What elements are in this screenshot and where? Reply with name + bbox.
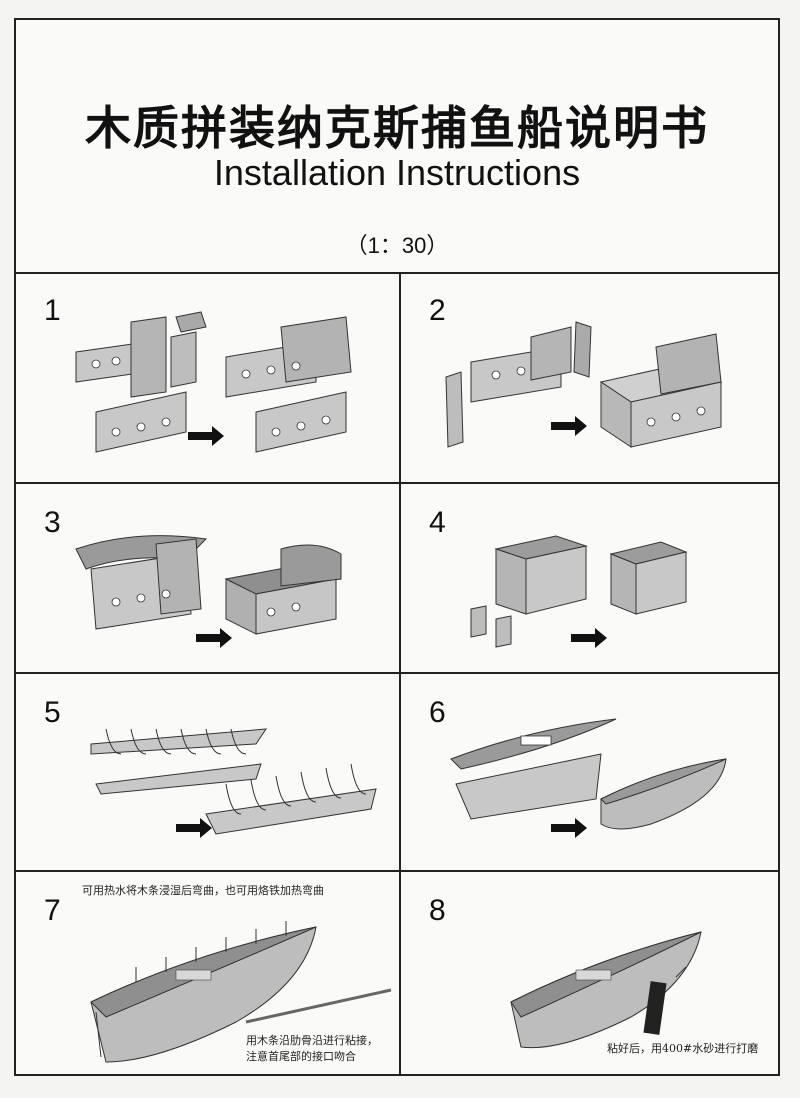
step-4-illustration bbox=[470, 535, 688, 648]
step-7-note-bottom-2: 注意首尾部的接口吻合 bbox=[246, 1050, 356, 1063]
step-number: 4 bbox=[429, 506, 446, 539]
step-7-panel: 7 可用热水将木条浸湿后弯曲，也可用烙铁加热弯曲 用木条沿肋骨沿进行粘接， 注意… bbox=[16, 872, 401, 1074]
step-5-illustration bbox=[90, 728, 377, 838]
instruction-sheet: 木质拼装纳克斯捕鱼船说明书 Installation Instructions … bbox=[14, 18, 780, 1076]
scale-label: （1：30） bbox=[345, 233, 449, 258]
arrow-right-icon bbox=[176, 818, 212, 838]
step-8-panel: 8 粘好后，用400#水砂进行打磨 bbox=[401, 872, 778, 1074]
step-number: 3 bbox=[44, 506, 61, 539]
step-6-illustration bbox=[450, 718, 727, 838]
step-number: 1 bbox=[44, 294, 61, 327]
step-1-illustration bbox=[75, 311, 352, 453]
arrow-right-icon bbox=[551, 818, 587, 838]
arrow-right-icon bbox=[551, 416, 587, 436]
step-number: 8 bbox=[429, 894, 446, 927]
step-4-panel: 4 bbox=[401, 484, 778, 674]
header: 木质拼装纳克斯捕鱼船说明书 Installation Instructions … bbox=[16, 20, 778, 274]
step-number: 5 bbox=[44, 696, 61, 729]
arrow-right-icon bbox=[188, 426, 224, 446]
arrow-right-icon bbox=[571, 628, 607, 648]
step-7-illustration bbox=[90, 921, 392, 1063]
step-8-illustration bbox=[510, 931, 702, 1049]
step-1-panel: 1 bbox=[16, 272, 401, 484]
step-number: 2 bbox=[429, 294, 446, 327]
step-2-illustration bbox=[445, 321, 723, 448]
step-7-note-bottom-1: 用木条沿肋骨沿进行粘接， bbox=[246, 1034, 378, 1047]
step-3-panel: 3 bbox=[16, 484, 401, 674]
step-6-panel: 6 bbox=[401, 674, 778, 872]
sandpaper-block-icon bbox=[643, 981, 667, 1035]
step-number: 6 bbox=[429, 696, 446, 729]
step-7-note-top: 可用热水将木条浸湿后弯曲，也可用烙铁加热弯曲 bbox=[82, 884, 324, 897]
arrow-right-icon bbox=[196, 628, 232, 648]
steps-grid: 1 bbox=[16, 272, 778, 1074]
step-2-panel: 2 bbox=[401, 272, 778, 484]
title-chinese: 木质拼装纳克斯捕鱼船说明书 bbox=[85, 101, 709, 155]
step-8-note: 粘好后，用400#水砂进行打磨 bbox=[607, 1042, 759, 1055]
step-number: 7 bbox=[44, 894, 61, 927]
step-3-illustration bbox=[75, 535, 342, 648]
step-5-panel: 5 bbox=[16, 674, 401, 872]
title-english: Installation Instructions bbox=[213, 152, 581, 193]
